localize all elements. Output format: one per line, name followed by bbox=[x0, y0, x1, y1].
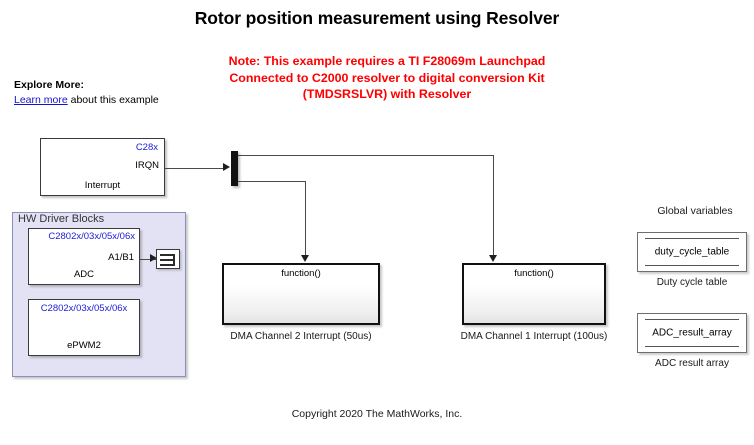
block-epwm2[interactable]: C2802x/03x/05x/06x ePWM2 bbox=[28, 299, 140, 356]
subsystem-hw-driver-blocks-label: HW Driver Blocks bbox=[18, 213, 105, 225]
block-c28x-footer: Interrupt bbox=[84, 180, 121, 191]
block-data-store-duty-cycle-table-caption: Duty cycle table bbox=[656, 277, 728, 288]
block-dma-channel-1-trigger-label: function() bbox=[514, 268, 554, 279]
terminator-icon-line-vertical bbox=[173, 254, 175, 266]
note-line-3: (TMDSRSLVR) with Resolver bbox=[302, 87, 472, 101]
block-data-store-adc-result-array-name: ADC_result_array bbox=[652, 327, 732, 339]
block-data-store-duty-cycle-table-name: duty_cycle_table bbox=[654, 246, 730, 258]
block-epwm2-header: C2802x/03x/05x/06x bbox=[40, 303, 128, 314]
wire-c28x-to-demux bbox=[165, 167, 225, 169]
block-dma-channel-2-caption: DMA Channel 2 Interrupt (50us) bbox=[230, 331, 372, 342]
learn-more-suffix: about this example bbox=[67, 94, 159, 106]
wire-adc-to-terminator bbox=[140, 258, 157, 260]
block-c28x-interrupt[interactable]: C28x IRQN Interrupt bbox=[40, 138, 165, 196]
explore-more-line: Learn more about this example bbox=[14, 93, 159, 108]
block-data-store-duty-cycle-table[interactable]: duty_cycle_table bbox=[637, 232, 747, 272]
block-adc-port-a1b1: A1/B1 bbox=[108, 252, 134, 263]
block-adc-header: C2802x/03x/05x/06x bbox=[48, 231, 135, 242]
block-terminator[interactable] bbox=[156, 249, 180, 269]
block-epwm2-footer: ePWM2 bbox=[67, 340, 101, 351]
page-title: Rotor position measurement using Resolve… bbox=[194, 8, 560, 28]
demux-bar[interactable] bbox=[231, 151, 238, 186]
arrow-into-demux bbox=[223, 163, 230, 171]
wire-demux-branch1-horizontal bbox=[238, 155, 494, 157]
arrow-into-dma2 bbox=[301, 255, 309, 262]
block-dma-channel-2-trigger-label: function() bbox=[281, 268, 321, 279]
explore-more-title: Explore More: bbox=[14, 79, 85, 91]
wire-demux-branch2-horizontal bbox=[238, 181, 306, 183]
block-data-store-adc-result-array[interactable]: ADC_result_array bbox=[637, 313, 747, 353]
terminator-icon-line-middle bbox=[160, 259, 175, 261]
arrow-into-dma1 bbox=[489, 255, 497, 262]
block-data-store-adc-result-array-caption: ADC result array bbox=[655, 358, 729, 369]
wire-demux-branch1-vertical bbox=[493, 155, 495, 255]
block-dma-channel-2-subsystem[interactable]: function() bbox=[222, 263, 380, 325]
data-store-rule-bottom bbox=[645, 345, 739, 347]
block-adc[interactable]: C2802x/03x/05x/06x A1/B1 ADC bbox=[28, 228, 140, 285]
block-adc-footer: ADC bbox=[73, 269, 95, 280]
wire-demux-branch2-vertical bbox=[305, 181, 307, 255]
copyright-text: Copyright 2020 The MathWorks, Inc. bbox=[291, 408, 463, 420]
global-variables-title: Global variables bbox=[657, 205, 733, 217]
note-annotation: Note: This example requires a TI F28069m… bbox=[177, 53, 597, 103]
arrow-into-terminator bbox=[150, 254, 157, 262]
block-dma-channel-1-subsystem[interactable]: function() bbox=[462, 263, 606, 325]
block-c28x-port-irqn: IRQN bbox=[135, 160, 159, 171]
terminator-icon-line-bottom bbox=[160, 264, 175, 266]
explore-more-annotation: Explore More: Learn more about this exam… bbox=[14, 78, 159, 108]
data-store-rule-bottom bbox=[645, 264, 739, 266]
data-store-rule-top bbox=[645, 238, 739, 240]
note-line-2: Connected to C2000 resolver to digital c… bbox=[229, 70, 545, 85]
data-store-rule-top bbox=[645, 319, 739, 321]
block-c28x-header: C28x bbox=[135, 142, 158, 153]
block-dma-channel-1-caption: DMA Channel 1 Interrupt (100us) bbox=[460, 331, 608, 342]
terminator-icon-line-top bbox=[160, 254, 175, 256]
note-line-1: Note: This example requires a TI F28069m… bbox=[228, 54, 546, 68]
learn-more-link[interactable]: Learn more bbox=[14, 94, 68, 106]
